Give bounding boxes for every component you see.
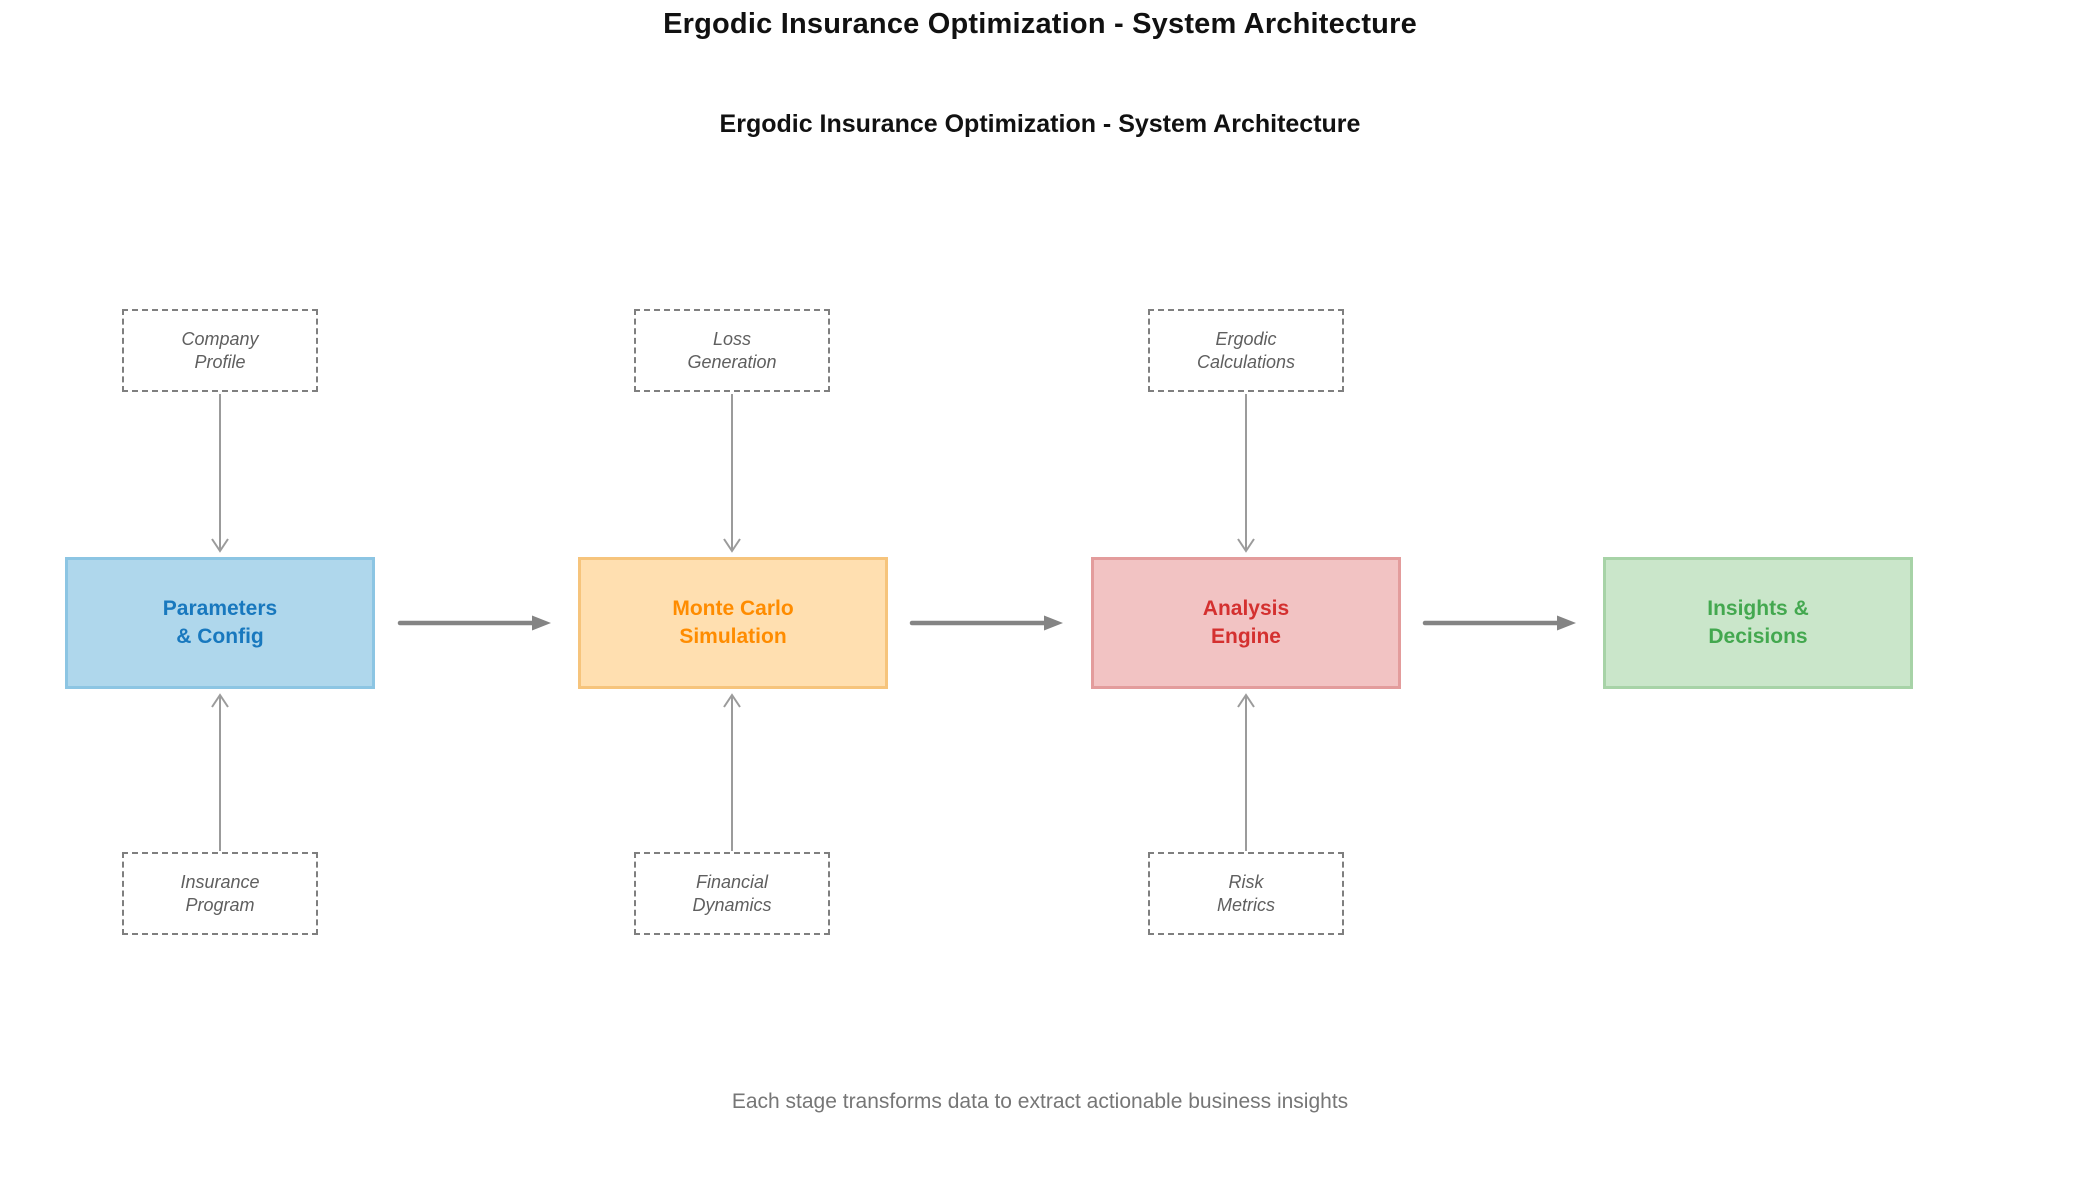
stage-label-line: Simulation — [679, 625, 787, 648]
module-label-line: Financial — [695, 871, 769, 892]
stage-label-line: & Config — [176, 625, 264, 648]
module-label-line: Program — [185, 894, 255, 915]
module-label-line: Risk — [1228, 871, 1264, 892]
arrow-up-insurance-to-parameters-icon — [211, 693, 229, 851]
arrow-down-loss-to-montecarlo-icon — [723, 394, 741, 553]
stage-label-line: Insights & — [1707, 597, 1809, 620]
module-company-profile: Company Profile — [122, 309, 318, 392]
flow-arrow-montecarlo-to-analysis-icon — [909, 615, 1063, 631]
module-financial-dynamics: Financial Dynamics — [634, 852, 830, 935]
stage-analysis-engine: Analysis Engine — [1091, 557, 1401, 689]
module-label-line: Calculations — [1196, 351, 1296, 372]
module-label-line: Company — [181, 328, 259, 349]
module-loss-generation: Loss Generation — [634, 309, 830, 392]
stage-label-line: Parameters — [162, 597, 278, 620]
module-risk-metrics: Risk Metrics — [1148, 852, 1344, 935]
stage-insights-decisions: Insights & Decisions — [1603, 557, 1913, 689]
module-label-line: Generation — [687, 351, 777, 372]
stage-monte-carlo-simulation: Monte Carlo Simulation — [578, 557, 888, 689]
arrow-down-ergodic-to-analysis-icon — [1237, 394, 1255, 553]
figure-suptitle: Ergodic Insurance Optimization - System … — [663, 8, 1417, 40]
flow-arrow-analysis-to-insights-icon — [1422, 615, 1576, 631]
module-label-line: Ergodic — [1215, 328, 1277, 349]
stage-label-line: Decisions — [1708, 625, 1808, 648]
figure-caption: Each stage transforms data to extract ac… — [731, 1090, 1349, 1113]
arrow-down-company-to-parameters-icon — [211, 394, 229, 553]
figure-title: Ergodic Insurance Optimization - System … — [719, 110, 1361, 138]
module-label-line: Insurance — [180, 871, 260, 892]
stage-label-line: Monte Carlo — [672, 597, 794, 620]
module-label-line: Loss — [712, 328, 752, 349]
module-label-line: Dynamics — [692, 894, 772, 915]
arrow-up-risk-to-analysis-icon — [1237, 693, 1255, 851]
module-insurance-program: Insurance Program — [122, 852, 318, 935]
module-ergodic-calculations: Ergodic Calculations — [1148, 309, 1344, 392]
flow-arrow-parameters-to-montecarlo-icon — [397, 615, 551, 631]
module-label-line: Metrics — [1217, 894, 1275, 915]
stage-parameters-config: Parameters & Config — [65, 557, 375, 689]
arrow-up-financial-to-montecarlo-icon — [723, 693, 741, 851]
module-label-line: Profile — [194, 351, 246, 372]
stage-label-line: Analysis — [1202, 597, 1290, 620]
stage-label-line: Engine — [1210, 625, 1281, 648]
